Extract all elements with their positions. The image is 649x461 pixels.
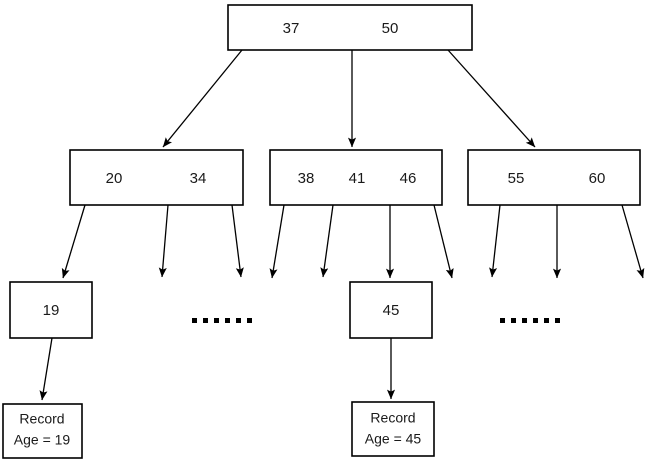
- record-node-19-box[interactable]: [2, 403, 83, 459]
- record-node-45-line2: Age = 45: [365, 431, 422, 447]
- internal-node-0[interactable]: 20 34: [69, 149, 244, 206]
- record-node-45-box[interactable]: [351, 401, 435, 457]
- edge-internal-1-child-1: [320, 204, 334, 278]
- internal-node-1-box[interactable]: [269, 149, 443, 206]
- edge-internal-1-child-0: [269, 204, 285, 279]
- edge-root-to-internal-2: [447, 49, 536, 148]
- edge-internal-1-child-3: [433, 204, 454, 279]
- internal-node-2-key-0: 55: [508, 170, 525, 187]
- edge-root-to-internal-0: [162, 49, 243, 148]
- internal-node-0-box[interactable]: [69, 149, 244, 206]
- edge-internal-2-child-0: [489, 204, 501, 278]
- internal-node-0-key-1: 34: [190, 170, 207, 187]
- record-node-45-line1: Record: [370, 410, 415, 426]
- root-key-1: 50: [382, 20, 399, 37]
- internal-node-1-key-0: 38: [298, 170, 315, 187]
- internal-node-1[interactable]: 38 41 46: [269, 149, 443, 206]
- internal-node-2-box[interactable]: [467, 149, 641, 206]
- internal-node-1-key-2: 46: [400, 170, 417, 187]
- edge-internal-0-child-0: [61, 204, 86, 279]
- leaf-node-19[interactable]: 19: [9, 281, 93, 339]
- leaf-node-19-box[interactable]: [9, 281, 93, 339]
- edge-leaf-19-to-record: [39, 337, 53, 401]
- edge-internal-0-child-2: [231, 204, 244, 278]
- internal-node-1-key-1: 41: [349, 170, 366, 187]
- record-node-19-line2: Age = 19: [14, 432, 71, 448]
- ellipsis-right: [500, 318, 560, 323]
- internal-node-0-key-0: 20: [106, 170, 123, 187]
- leaf-node-45[interactable]: 45: [349, 281, 433, 339]
- leaf-node-45-key: 45: [383, 302, 400, 319]
- internal-node-2[interactable]: 55 60: [467, 149, 641, 206]
- root-key-0: 37: [283, 20, 300, 37]
- ellipsis-left: [192, 318, 252, 323]
- internal-node-2-key-1: 60: [589, 170, 606, 187]
- record-node-19-line1: Record: [19, 411, 64, 427]
- leaf-node-45-box[interactable]: [349, 281, 433, 339]
- leaf-node-19-key: 19: [43, 302, 60, 319]
- record-node-19[interactable]: Record Age = 19: [2, 403, 83, 459]
- record-node-45[interactable]: Record Age = 45: [351, 401, 435, 457]
- root-node[interactable]: 37 50: [227, 4, 473, 51]
- edge-internal-2-child-2: [621, 204, 645, 279]
- root-node-box[interactable]: [227, 4, 473, 51]
- edge-internal-0-child-1: [158, 204, 169, 278]
